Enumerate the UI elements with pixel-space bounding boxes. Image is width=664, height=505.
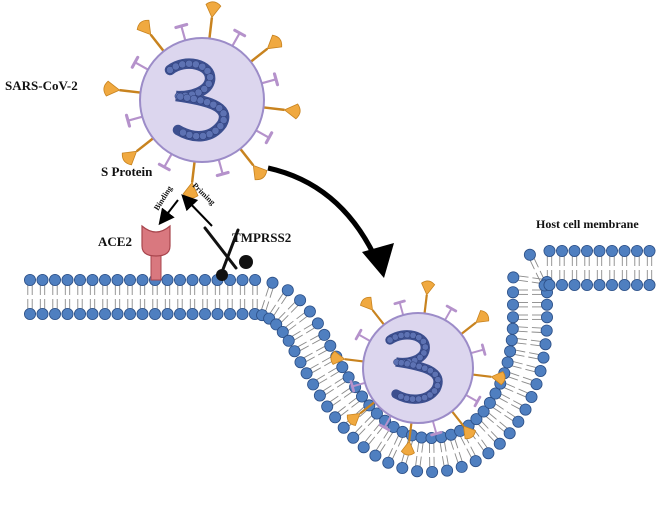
curved-arrow-head xyxy=(362,243,394,278)
host-cell-membrane-label: Host cell membrane xyxy=(536,217,639,231)
virus-particle-free xyxy=(103,1,301,199)
lipid-tails xyxy=(27,256,653,468)
virus-label: SARS-CoV-2 xyxy=(5,78,78,93)
host-cell-membrane xyxy=(23,244,656,478)
lipid-heads xyxy=(23,244,656,478)
ace2-label: ACE2 xyxy=(98,234,132,249)
scissors-icon xyxy=(203,226,253,281)
tmprss2-label: TMPRSS2 xyxy=(232,230,291,245)
priming-arrow xyxy=(181,194,213,227)
binding-arrow xyxy=(158,199,179,226)
virus-particle-engulfed xyxy=(330,280,506,456)
spike-protein-label: S Protein xyxy=(101,164,153,179)
ace2-receptor-icon xyxy=(141,224,171,281)
